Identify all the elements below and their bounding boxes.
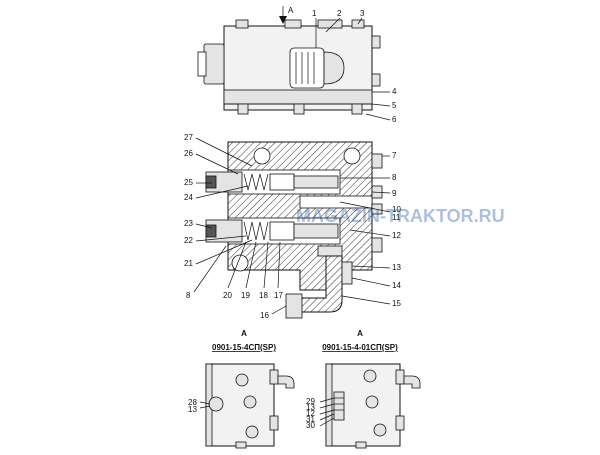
view-right-bolt (373, 423, 387, 437)
callout-16: 16 (260, 311, 269, 320)
callout-8: 8 (392, 173, 397, 182)
view-right-valve-stem (333, 391, 345, 421)
lower-piston (269, 221, 295, 241)
callout-2: 2 (337, 9, 342, 18)
lower-plug-head (205, 224, 217, 238)
view-left-bolt (235, 373, 249, 387)
view-right-callout-29: 29 (306, 397, 315, 406)
view-right-callout-12: 12 (306, 409, 315, 418)
view-arrow-a: A (279, 6, 294, 24)
top-view: A 1 2 3 4 (197, 6, 397, 124)
upper-piston (269, 173, 295, 191)
mounting-hole (343, 147, 361, 165)
callout-10: 10 (392, 205, 401, 214)
view-left-stud (269, 369, 279, 385)
cartridge-cap (323, 51, 345, 85)
left-fitting-cap (197, 51, 207, 77)
view-right-stud (395, 369, 405, 385)
callout-18: 18 (259, 291, 268, 300)
top-bolt (235, 19, 249, 29)
right-stud (371, 153, 383, 169)
bottom-stud (351, 103, 363, 115)
side-stud (371, 35, 381, 49)
cartridge-housing (289, 47, 325, 89)
callout-21: 21 (184, 259, 193, 268)
callout-8-bottom: 8 (186, 291, 191, 300)
callout-3: 3 (360, 9, 365, 18)
section-view: 7 8 9 10 11 12 13 14 15 27 26 25 24 23 2… (184, 133, 505, 320)
view-left-callout-13: 13 (188, 405, 197, 414)
bottom-stud (237, 103, 249, 115)
view-right-mark: A (357, 329, 363, 338)
view-right-elbow (403, 375, 421, 389)
callout-20: 20 (223, 291, 232, 300)
callout-23: 23 (184, 219, 193, 228)
view-left-plug (208, 396, 224, 412)
view-right-callout-13: 13 (306, 403, 315, 412)
callout-11: 11 (392, 213, 401, 222)
left-fitting (203, 43, 225, 85)
right-stud (371, 237, 383, 253)
upper-spring (243, 173, 269, 191)
view-a-right: A 0901-15-4-01СП(SP) 29 13 12 31 30 (306, 329, 421, 449)
callout-4: 4 (392, 87, 397, 96)
callout-5: 5 (392, 101, 397, 110)
view-left-mark: A (241, 329, 247, 338)
outlet-nut (317, 245, 343, 257)
view-left-foot (235, 441, 247, 449)
callout-27: 27 (184, 133, 193, 142)
callout-6: 6 (392, 115, 397, 124)
lower-spring (243, 221, 269, 241)
lower-spool (293, 223, 339, 239)
callout-14: 14 (392, 281, 401, 290)
elbow-nut (285, 293, 303, 319)
view-right-edge (325, 363, 333, 447)
top-bolt (284, 19, 302, 29)
callout-24: 24 (184, 193, 193, 202)
view-right-callout-31: 31 (306, 415, 315, 424)
callout-19: 19 (241, 291, 250, 300)
callout-25: 25 (184, 178, 193, 187)
upper-plug-head (205, 175, 217, 189)
callout-7: 7 (392, 151, 397, 160)
view-right-bolt (365, 395, 379, 409)
view-left-bolt (243, 395, 257, 409)
callout-9: 9 (392, 189, 397, 198)
callout-26: 26 (184, 149, 193, 158)
elbow-fitting (341, 261, 353, 285)
view-right-stud (395, 415, 405, 431)
view-left-designation: 0901-15-4СП(SP) (212, 343, 276, 352)
view-right-callout-30: 30 (306, 421, 315, 430)
right-stud (371, 203, 383, 215)
view-left-elbow (277, 375, 295, 389)
view-mark-label: A (288, 6, 294, 15)
watermark: MAGAZIN-TRAKTOR.RU (296, 206, 505, 226)
callout-12: 12 (392, 231, 401, 240)
view-right-bolt (363, 369, 377, 383)
view-a-left: A 0901-15-4СП(SP) 28 13 (188, 329, 295, 449)
side-stud (371, 73, 381, 87)
bottom-stud (293, 103, 305, 115)
view-right-foot (355, 441, 367, 449)
upper-spool (293, 175, 339, 189)
view-left-stud (269, 415, 279, 431)
mounting-hole (253, 147, 271, 165)
view-left-callout-28: 28 (188, 398, 197, 407)
callout-13: 13 (392, 263, 401, 272)
view-left-bolt (245, 425, 259, 439)
view-right-designation: 0901-15-4-01СП(SP) (322, 343, 398, 352)
top-bolt (317, 19, 343, 29)
callout-17: 17 (274, 291, 283, 300)
callout-1: 1 (312, 9, 317, 18)
callout-15: 15 (392, 299, 401, 308)
callout-22: 22 (184, 236, 193, 245)
body-lower-plate (223, 89, 373, 105)
